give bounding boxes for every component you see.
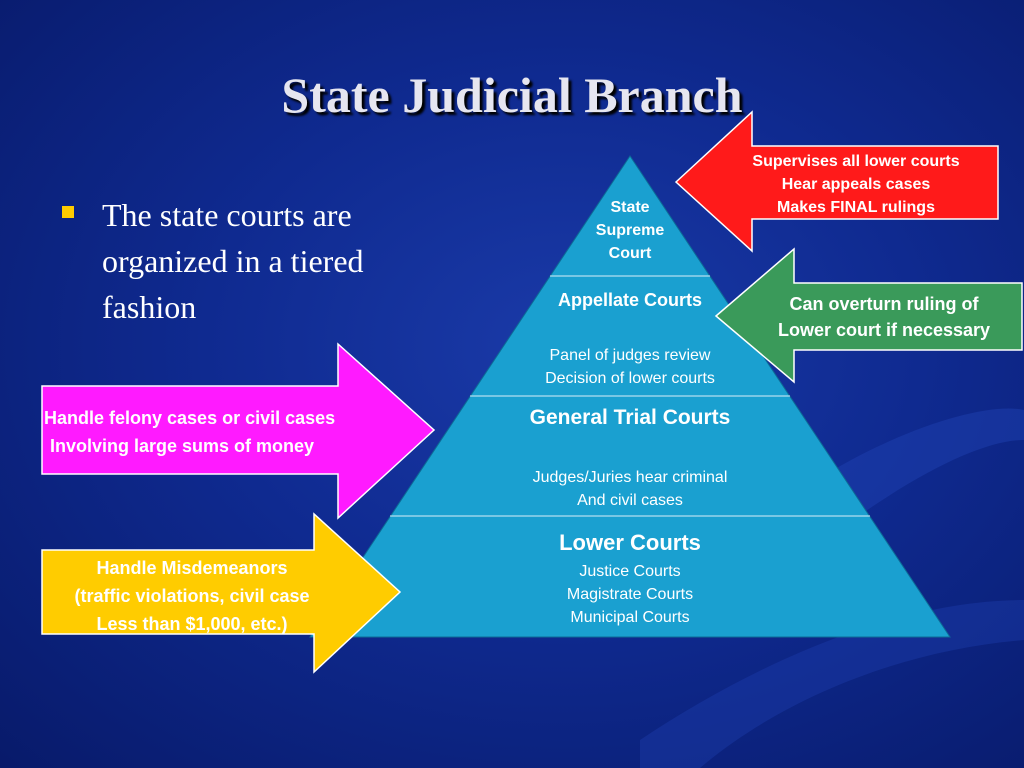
supreme-note-text: Supervises all lower courts Hear appeals… [718,150,994,219]
lower-desc-line-2: Magistrate Courts [566,586,694,603]
general-trial-courts-title: General Trial Courts [529,406,731,429]
supreme-note-line-3: Makes FINAL rulings [777,199,935,216]
lower-note-line-2: (traffic violations, civil case [74,586,310,606]
supreme-line-2: Supreme [595,222,665,239]
supreme-line-1: State [610,199,650,216]
supreme-line-3: Court [608,245,652,262]
supreme-court-label: State Supreme Court [570,196,690,265]
general-desc-line-1: Judges/Juries hear criminal [532,469,728,486]
appellate-desc-line-2: Decision of lower courts [545,370,715,387]
appellate-note-line-2: Lower court if necessary [777,320,991,340]
supreme-note-line-1: Supervises all lower courts [752,153,960,170]
lower-desc-line-3: Municipal Courts [570,609,690,626]
appellate-courts-desc: Panel of judges review Decision of lower… [490,344,770,390]
lower-note-text: Handle Misdemeanors (traffic violations,… [42,554,342,638]
appellate-note-line-1: Can overturn ruling of [789,294,979,314]
general-note-text: Handle felony cases or civil cases Invol… [42,404,418,460]
lower-desc-line-1: Justice Courts [579,563,681,580]
lower-courts-title: Lower Courts [559,530,701,555]
appellate-courts-title: Appellate Courts [557,290,703,310]
general-trial-courts-desc: Judges/Juries hear criminal And civil ca… [470,466,790,512]
lower-note-line-1: Handle Misdemeanors [96,558,288,578]
general-desc-line-2: And civil cases [577,492,683,509]
appellate-desc-line-1: Panel of judges review [549,347,711,364]
supreme-note-line-2: Hear appeals cases [781,176,931,193]
slide-title: State Judicial Branch [281,67,743,123]
general-note-line-1: Handle felony cases or civil cases [44,408,336,428]
bullet-square-icon [62,206,74,218]
lower-courts-desc: Justice Courts Magistrate Courts Municip… [470,560,790,629]
bullet-text: The state courts are organized in a tier… [102,197,364,325]
lower-note-line-3: Less than $1,000, etc.) [96,614,288,634]
appellate-note-text: Can overturn ruling of Lower court if ne… [744,291,1024,343]
general-note-line-2: Involving large sums of money [50,436,315,456]
